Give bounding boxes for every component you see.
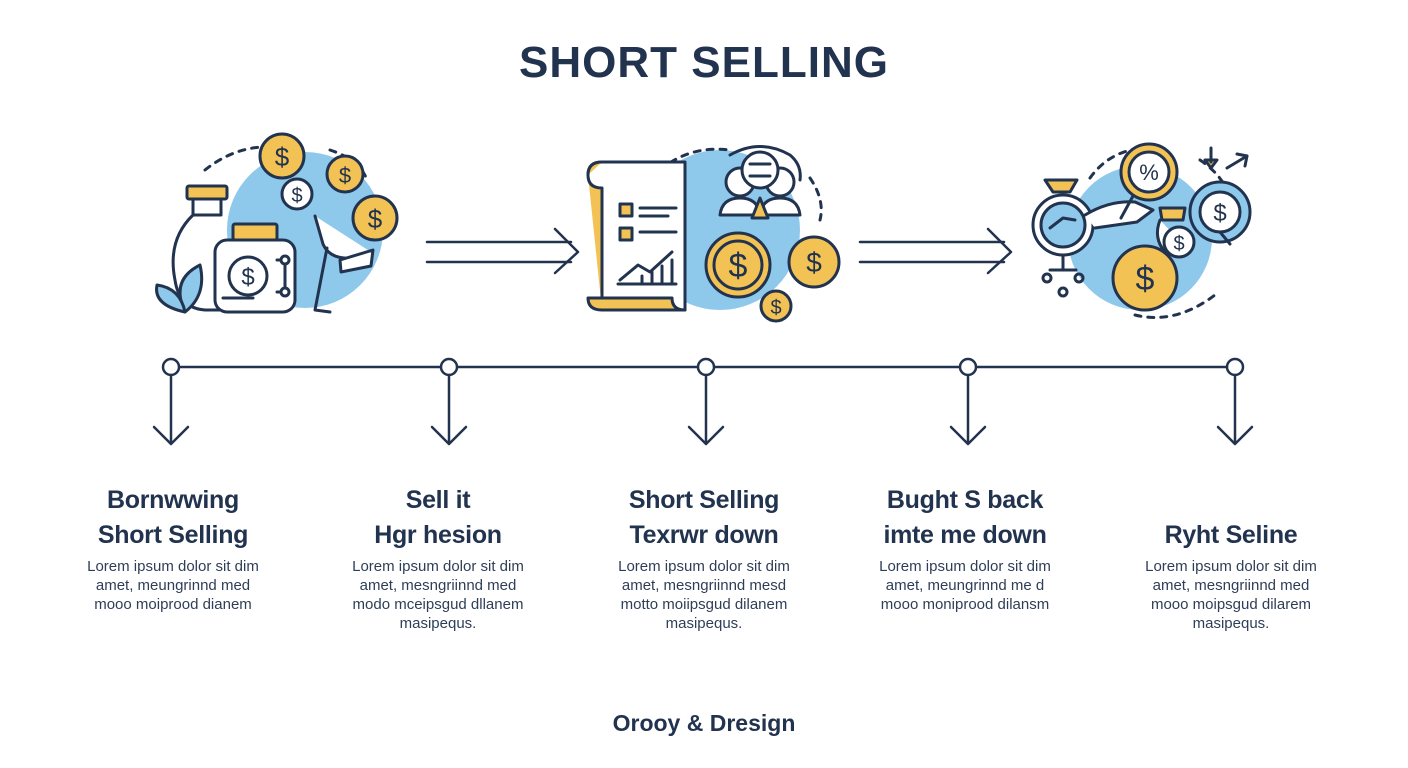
document-chart-coins-icon: $ $ $	[580, 120, 855, 330]
step-2: Sell it Hgr hesion Lorem ipsum dolor sit…	[318, 483, 558, 633]
step-title: Ryht Seline	[1164, 521, 1298, 549]
step-title: Sell it Hgr hesion	[374, 486, 502, 549]
timeline-node-3	[687, 357, 725, 446]
step-1: Bornwwing Short Selling Lorem ipsum dolo…	[53, 483, 293, 614]
svg-text:$: $	[1136, 260, 1155, 298]
svg-text:$: $	[339, 163, 351, 188]
svg-text:$: $	[291, 185, 302, 207]
step-description: Lorem ipsum dolor sit dim amet, mesngrii…	[1145, 558, 1317, 632]
step-title: Bornwwing Short Selling	[97, 486, 249, 549]
footer-credit: Orooy & Dresign	[612, 710, 796, 736]
magnifier-percent-coins-icon: % $ $ $	[1025, 120, 1265, 330]
flow-arrow-2	[858, 225, 1018, 275]
step-3: Short Selling Texrwr down Lorem ipsum do…	[584, 483, 824, 633]
timeline-node-4	[949, 357, 987, 446]
step-description: Lorem ipsum dolor sit dim amet, meungrin…	[87, 558, 259, 613]
svg-text:$: $	[729, 247, 748, 285]
svg-text:$: $	[1213, 200, 1226, 227]
page-title: SHORT SELLING	[519, 38, 889, 87]
step-5: Ryht Seline Lorem ipsum dolor sit dim am…	[1111, 483, 1351, 633]
step-4: Bught S back imte me down Lorem ipsum do…	[845, 483, 1085, 614]
svg-text:$: $	[770, 297, 781, 319]
coin-symbol: $	[241, 264, 254, 291]
percent-symbol: %	[1139, 160, 1159, 185]
step-description: Lorem ipsum dolor sit dim amet, mesngrii…	[352, 558, 524, 632]
money-bag-coins-hand-icon: $ $ $ $ $	[145, 120, 410, 330]
timeline-node-2	[430, 357, 468, 446]
timeline	[0, 345, 1408, 455]
timeline-node-5	[1216, 357, 1254, 446]
step-description: Lorem ipsum dolor sit dim amet, mesngrii…	[618, 558, 790, 632]
step-description: Lorem ipsum dolor sit dim amet, meungrin…	[879, 558, 1051, 613]
timeline-node-1	[152, 357, 190, 446]
step-title: Short Selling Texrwr down	[628, 486, 780, 549]
svg-text:$: $	[1173, 233, 1184, 255]
svg-text:$: $	[806, 247, 822, 278]
svg-text:$: $	[275, 142, 290, 172]
flow-arrow-1	[425, 225, 585, 275]
step-title: Bught S back imte me down	[883, 486, 1047, 549]
svg-text:$: $	[368, 204, 383, 234]
